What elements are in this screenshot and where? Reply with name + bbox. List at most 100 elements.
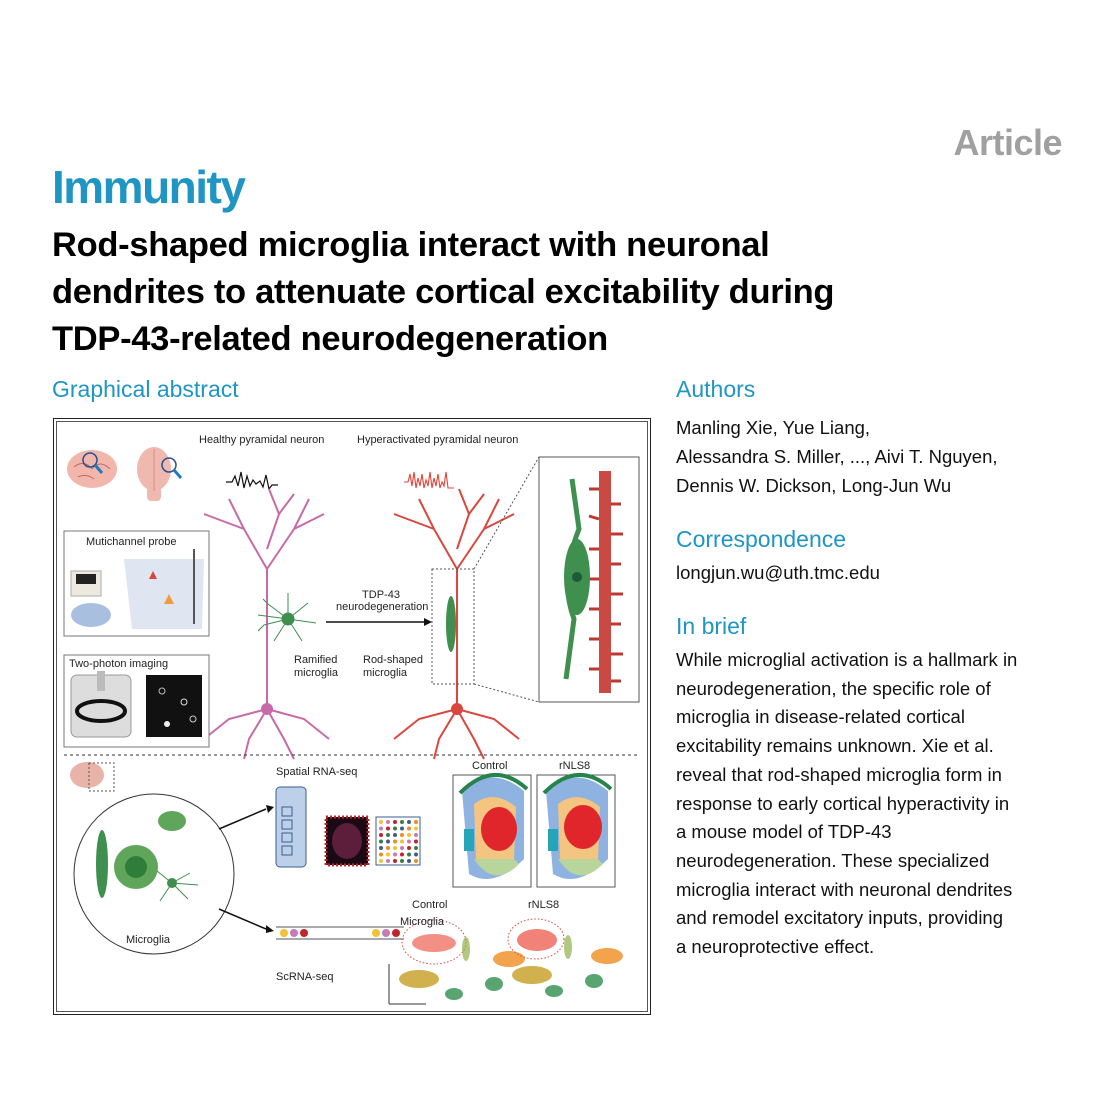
ramified-microglia [257,593,317,642]
barcode-dot [407,852,411,857]
barcode-dot [386,833,390,837]
label-tdp43-line1: TDP-43 [362,589,400,601]
title-line: dendrites to attenuate cortical excitabi… [52,273,835,311]
hyper-spike-trace [404,471,454,489]
barcode-dot [393,859,397,863]
barcode-dot [407,826,411,831]
multichannel-probe-panel [63,530,210,637]
label-two-photon: Two-photon imaging [69,658,169,670]
in-brief-line: a neuroprotective effect. [676,936,875,958]
barcode-dot [400,852,404,857]
barcode-dot [414,859,418,863]
authors-heading: Authors [676,376,756,402]
journal-name: Immunity [52,161,246,213]
label-microglia-circle: Microglia [126,934,171,946]
barcode-dot [386,846,390,850]
graphical-abstract-heading: Graphical abstract [52,376,239,402]
in-brief-text: While microglial activation is a hallmar… [676,646,1017,962]
barcode-dot [400,820,404,824]
label-rod-line2: microglia [363,667,408,679]
label-ramified-line2: microglia [294,667,339,679]
microfluidic-channel [276,926,404,940]
control-umap [399,919,525,1000]
barcode-dot [400,839,404,844]
human-brain-icon [67,450,117,488]
rod-microglia-small [446,596,456,652]
barcode-dot [379,852,383,857]
barcode-dot [393,839,397,844]
barcode-dot [414,820,418,824]
barcode-dot [414,852,418,857]
two-photon-imaging-panel [63,654,210,748]
barcode-dot [400,833,404,837]
label-healthy-neuron: Healthy pyramidal neuron [199,434,325,446]
in-brief-line: microglia interact with neuronal dendrit… [676,878,1013,900]
barcode-dot [386,839,390,844]
barcode-dot [414,833,418,837]
barcode-dot [407,846,411,850]
label-rnls8-top: rNLS8 [559,760,591,772]
coronal-section-icon [70,762,104,788]
graphical-abstract-figure: Healthy pyramidal neuron Hyperactivated … [53,418,651,1015]
barcode-dot [379,859,383,863]
label-tdp43-line2: neurodegeneration [336,601,429,613]
barcode-dot [407,820,411,824]
zoom-region-box [431,568,475,685]
dendrite-zoom-inset [538,456,640,703]
barcode-dot [400,859,404,863]
in-brief-line: While microglial activation is a hallmar… [676,649,1018,670]
barcode-dot [379,826,383,831]
label-multichannel-probe: Mutichannel probe [86,536,177,548]
correspondence-heading: Correspondence [676,526,847,552]
barcode-dot [414,846,418,850]
label-control-bottom: Control [412,899,448,911]
healthy-pyramidal-neuron [203,488,330,760]
in-brief-line: neurodegeneration. These specialized [676,849,990,871]
in-brief-line: microglia in disease-related cortical [676,706,965,728]
barcode-dot [386,820,390,824]
in-brief-line: response to early cortical hyperactivity… [676,792,1010,814]
spatial-barcode-dots [379,820,418,863]
authors-line: Manling Xie, Yue Liang, [676,417,871,438]
barcode-dot [400,826,404,831]
in-brief-line: and remodel excitatory inputs, providing [676,907,1004,929]
label-spatial-rna-seq: Spatial RNA-seq [276,766,358,778]
authors-line: Dennis W. Dickson, Long-Jun Wu [676,475,952,496]
barcode-dot [386,852,390,857]
label-ramified-line1: Ramified [294,654,338,666]
barcode-dot [407,833,411,837]
in-brief-line: neurodegeneration, the specific role of [676,677,991,699]
barcode-dot [414,839,418,844]
microglia-types-circle [73,793,235,955]
hyperactivated-pyramidal-neuron [393,488,520,760]
barcode-dot [393,820,397,824]
barcode-dot [414,826,418,831]
article-type-label: Article [953,122,1062,163]
barcode-dot [386,859,390,863]
in-brief-heading: In brief [676,613,747,639]
barcode-dot [379,846,383,850]
graphical-abstract-illustration [63,447,640,1005]
authors-line: Alessandra S. Miller, ..., Aivi T. Nguye… [676,446,998,467]
control-spatial-map [452,773,532,888]
barcode-dot [379,839,383,844]
barcode-dot [407,859,411,863]
barcode-dot [393,833,397,837]
title-line: Rod-shaped microglia interact with neuro… [52,226,770,264]
in-brief-line: reveal that rod-shaped microglia form in [676,763,1002,785]
barcode-dot [393,846,397,850]
label-control-top: Control [472,760,508,772]
barcode-dot [379,833,383,837]
in-brief-line: a mouse model of TDP-43 [676,821,892,843]
barcode-dot [400,846,404,850]
healthy-spike-trace [226,471,278,491]
mouse-brain-icon [137,447,183,501]
rnls8-spatial-map [536,773,616,888]
rnls8-umap [507,918,623,997]
correspondence-email[interactable]: longjun.wu@uth.tmc.edu [676,558,880,587]
barcode-dot [393,826,397,831]
label-rod-line1: Rod-shaped [363,654,423,666]
email-link[interactable]: longjun.wu@uth.tmc.edu [676,562,880,583]
